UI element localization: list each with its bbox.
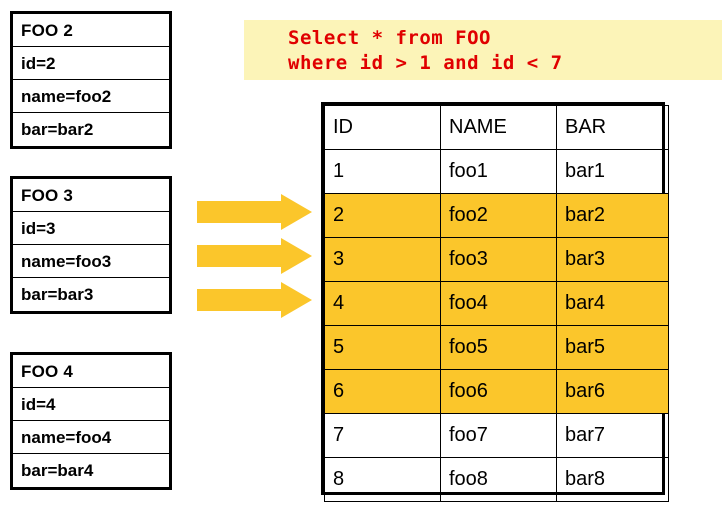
cell-name: foo2 [440,193,557,238]
right-arrow-icon [197,238,312,274]
entity-card-field-bar: bar=bar4 [21,461,94,480]
entity-card-title: FOO 3 [13,179,169,212]
cell-id: 7 [324,413,441,458]
cell-id: 4 [324,281,441,326]
cell-id: 6 [324,369,441,414]
cell-name: foo4 [440,281,557,326]
right-arrow-icon [197,282,312,318]
entity-card-title: FOO 4 [13,355,169,388]
entity-card-foo-4: FOO 4 id=4 name=foo4 bar=bar4 [10,352,172,490]
cell-bar: bar1 [556,149,669,194]
entity-card-foo-2: FOO 2 id=2 name=foo2 bar=bar2 [10,11,172,149]
cell-id: 3 [324,237,441,282]
column-header-bar: BAR [556,105,669,150]
table-row: 7 foo7 bar7 [324,413,669,458]
result-table: ID NAME BAR 1 foo1 bar1 2 foo2 bar2 3 fo… [321,102,669,502]
sql-query-line-2: where id > 1 and id < 7 [288,52,563,74]
entity-card-field-id: id=4 [13,388,169,421]
table-row: 5 foo5 bar5 [324,325,669,370]
table-row: 1 foo1 bar1 [324,149,669,194]
entity-card-field-bar: bar=bar2 [21,120,94,139]
entity-card-field-name: name=foo4 [13,421,169,454]
entity-card-field-id: id=3 [13,212,169,245]
table-row: 2 foo2 bar2 [324,193,669,238]
entity-card-title: FOO 2 [13,14,169,47]
cell-name: foo6 [440,369,557,414]
table-header-row: ID NAME BAR [324,105,669,150]
entity-card-field-bar: bar=bar3 [21,285,94,304]
sql-query-line-1: Select * from FOO [288,27,491,49]
entity-card-foo-3: FOO 3 id=3 name=foo3 bar=bar3 [10,176,172,314]
entity-card-field-name: name=foo2 [13,80,169,113]
cell-name: foo3 [440,237,557,282]
cell-bar: bar4 [556,281,669,326]
column-header-name: NAME [440,105,557,150]
cell-bar: bar3 [556,237,669,282]
entity-card-field-id: id=2 [13,47,169,80]
cell-name: foo5 [440,325,557,370]
table-row: 4 foo4 bar4 [324,281,669,326]
entity-card-field-name: name=foo3 [13,245,169,278]
table-row: 3 foo3 bar3 [324,237,669,282]
cell-bar: bar2 [556,193,669,238]
sql-query-box: Select * from FOO where id > 1 and id < … [244,20,722,80]
right-arrow-icon [197,194,312,230]
table-row: 6 foo6 bar6 [324,369,669,414]
flow-arrow-group [197,190,315,318]
cell-id: 8 [324,457,441,502]
column-header-id: ID [324,105,441,150]
table-row: 8 foo8 bar8 [324,457,669,502]
cell-bar: bar7 [556,413,669,458]
cell-id: 2 [324,193,441,238]
cell-name: foo8 [440,457,557,502]
cell-id: 1 [324,149,441,194]
cell-bar: bar6 [556,369,669,414]
cell-id: 5 [324,325,441,370]
cell-bar: bar8 [556,457,669,502]
cell-name: foo7 [440,413,557,458]
cell-name: foo1 [440,149,557,194]
cell-bar: bar5 [556,325,669,370]
